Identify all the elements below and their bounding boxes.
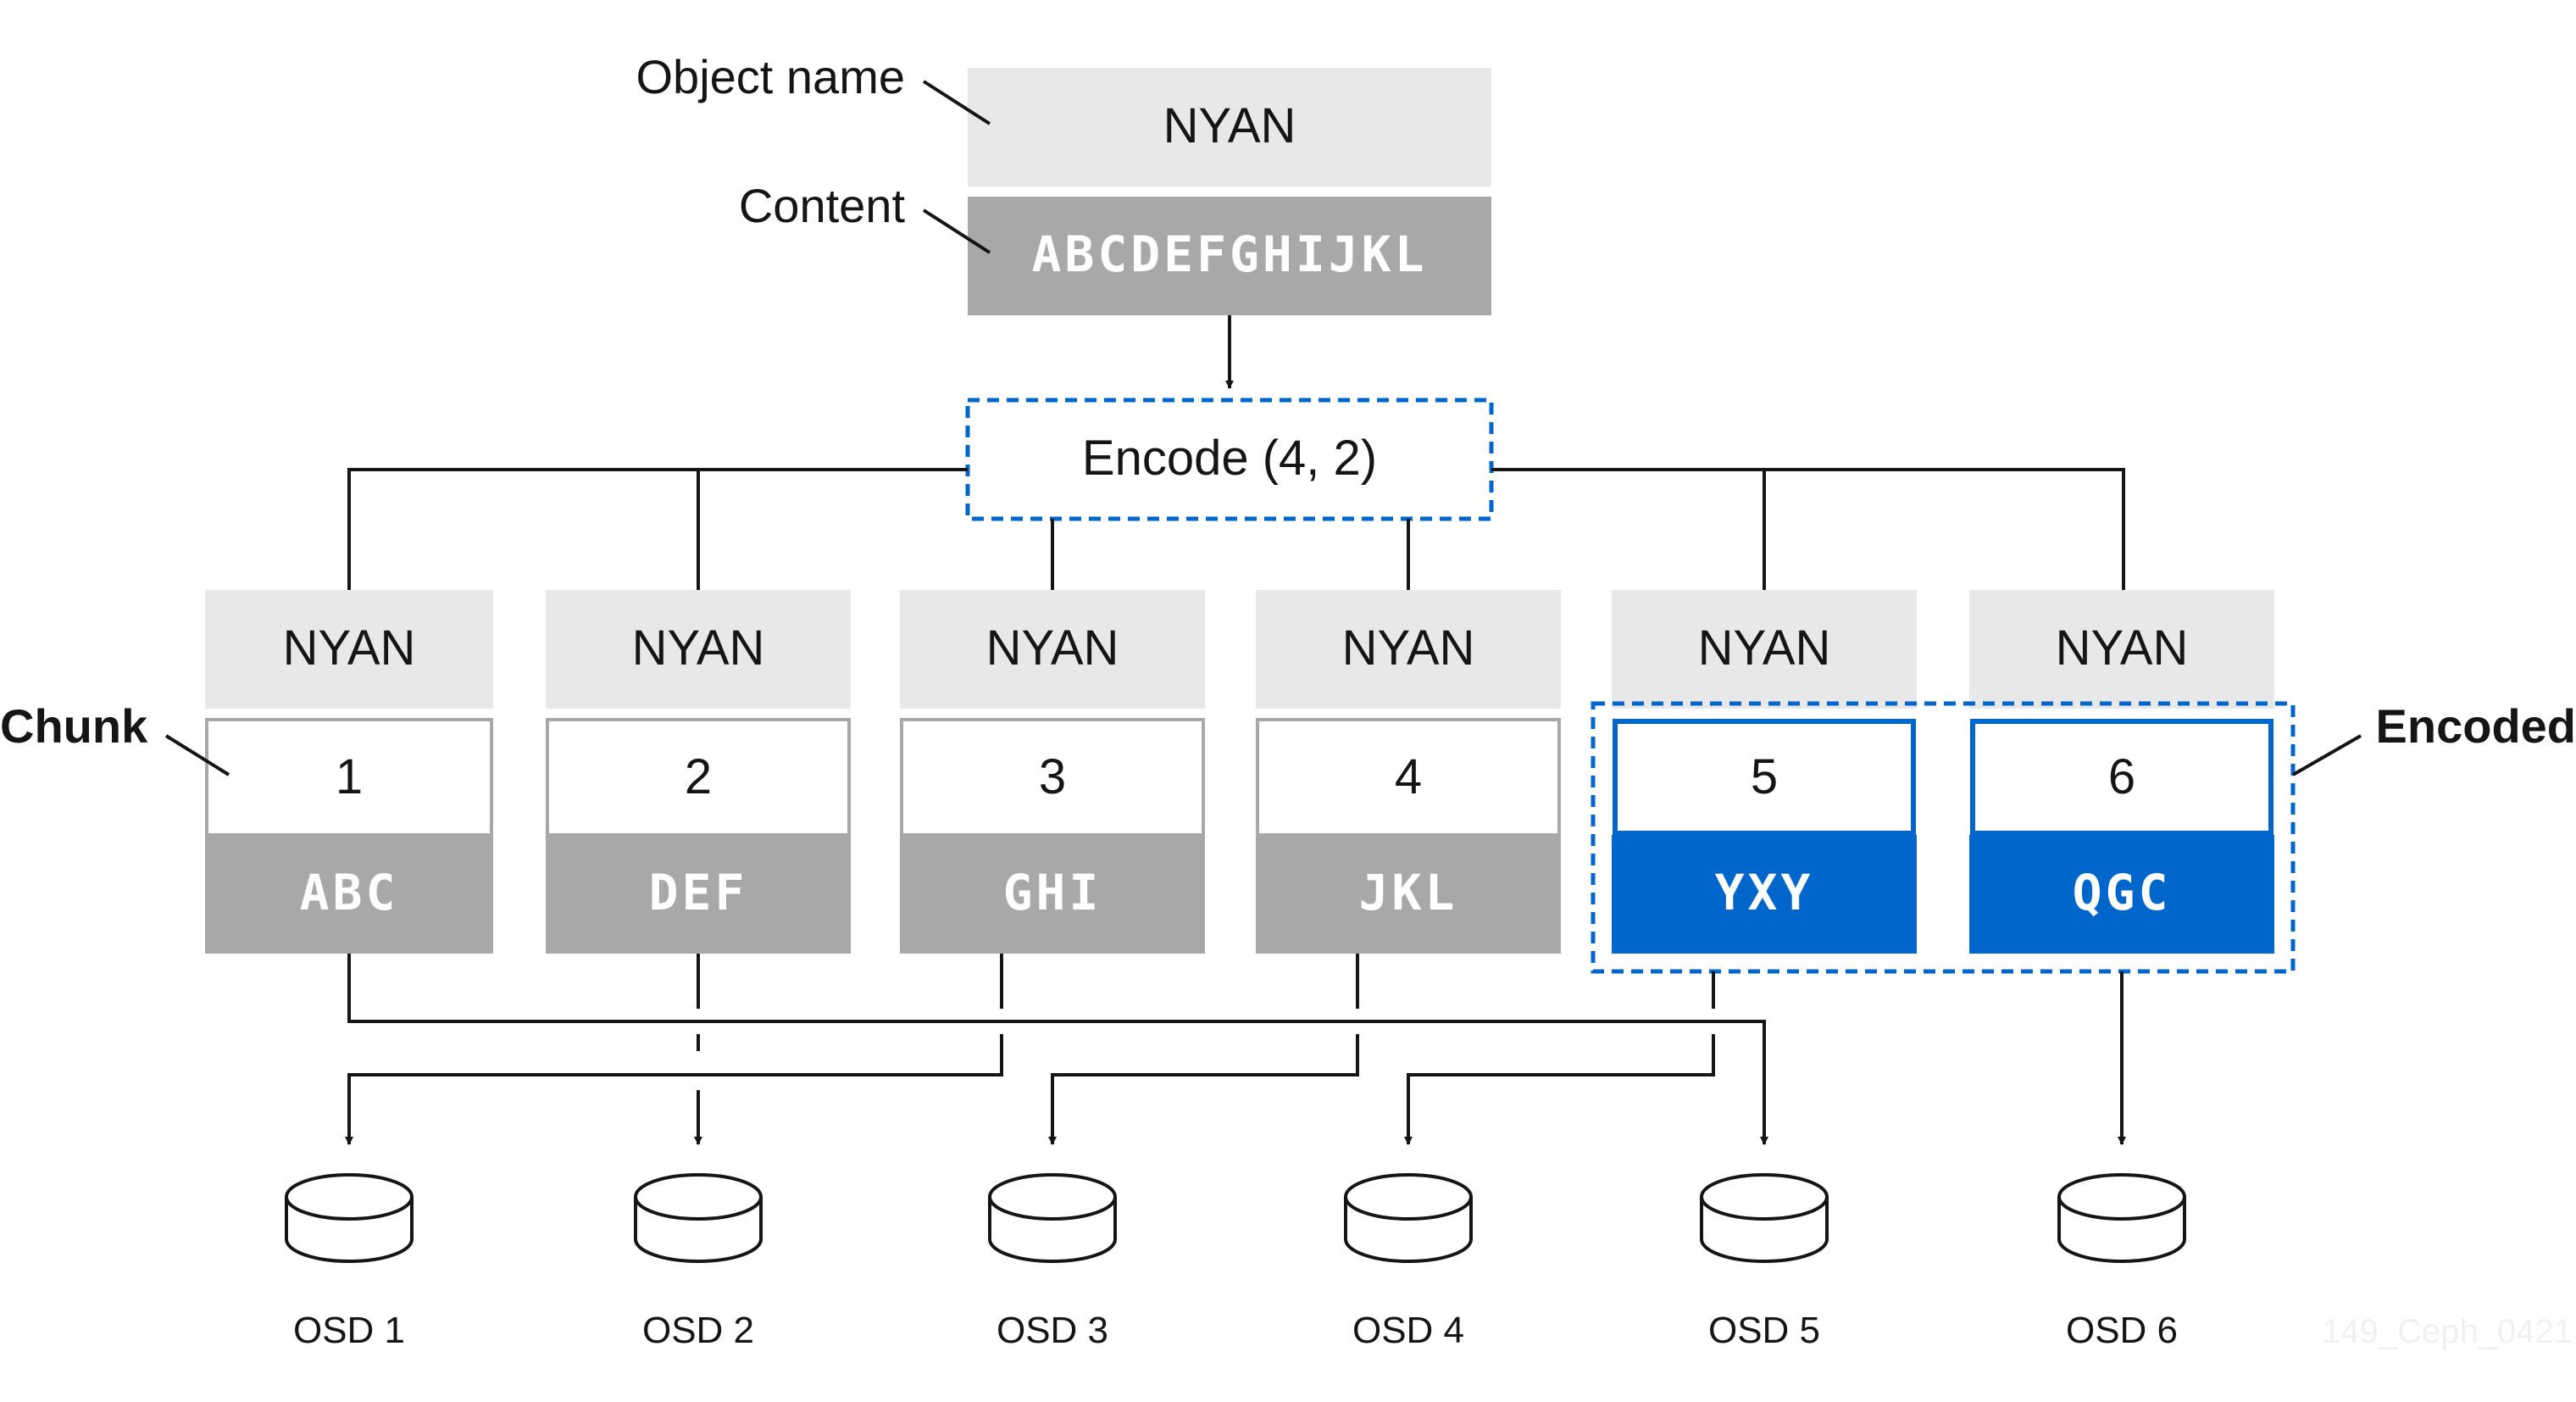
chunk-number-box [1970,719,2273,836]
chunk-name-box [1612,590,1917,709]
chunk-number-text: 6 [2108,749,2135,804]
chunk-number-box [1256,718,1561,837]
osd-1: OSD 1 [285,1173,414,1351]
disk-icon [634,1173,763,1263]
route-chunk1-osd5 [347,954,1768,1145]
disk-icon [2057,1173,2186,1263]
encode-connectors [347,468,2125,590]
chunk-data-box [1612,835,1917,954]
chunk-name-text: NYAN [632,620,765,676]
chunk-label: Chunk [0,699,148,753]
osd-4: OSD 4 [1344,1173,1473,1351]
object-name-label: Object name [636,50,906,103]
osd-5: OSD 5 [1700,1173,1829,1351]
chunk-2: NYAN 2 DEF [546,590,851,954]
disk-icon [988,1173,1117,1263]
chunk-data-box [900,835,1205,954]
chunk-number-box [900,718,1205,837]
chunk-data-box [546,835,851,954]
chunk-name-text: NYAN [2056,620,2189,676]
chunk-data-box [1256,835,1561,954]
content-leader [922,209,991,254]
osd-label: OSD 1 [293,1310,405,1351]
chunk-name-text: NYAN [283,620,416,676]
chunk-data-box [1969,835,2274,954]
encoded-leader [2292,734,2362,776]
osd-3: OSD 3 [988,1173,1117,1351]
osd-label: OSD 4 [1352,1310,1464,1351]
object-name-box [968,68,1491,186]
route-chunk5-osd4-lower [1404,1034,1715,1145]
chunk-1: NYAN 1 ABC [205,590,493,954]
chunk-name-text: NYAN [1698,620,1831,676]
chunk-data-text: GHI [1003,864,1102,921]
route-chunk4-osd3-lower [1048,1034,1359,1145]
connector-right [1491,468,2125,590]
object-name-text: NYAN [1163,98,1296,153]
chunk-number-box [205,718,493,837]
chunk-4: NYAN 4 JKL [1256,590,1561,954]
chunk-6: NYAN 6 QGC [1969,590,2274,954]
encode-box [965,398,1494,521]
chunk-name-box [900,590,1205,709]
object-name-leader [922,80,991,125]
osd-label: OSD 6 [2066,1310,2178,1351]
chunk-number-text: 4 [1395,749,1422,804]
osd-label: OSD 5 [1708,1310,1820,1351]
osd-6: OSD 6 [2057,1173,2186,1351]
chunk-3: NYAN 3 GHI [900,590,1205,954]
chunk-number-box [1613,719,1916,836]
chunk-routing [345,954,2126,1145]
osd-label: OSD 3 [997,1310,1108,1351]
osd-label: OSD 2 [642,1310,754,1351]
chunk-number-text: 1 [336,749,363,804]
chunk-number-text: 3 [1039,749,1066,804]
disk-icon [285,1173,414,1263]
chunk-name-box [546,590,851,709]
chunk-name-box [205,590,493,709]
chunk-number-box [546,718,851,837]
chunk-data-text: QGC [2073,864,2172,921]
chunk-data-text: YXY [1715,864,1814,921]
route-chunk3-osd1-lower [345,1034,1003,1145]
chunk-name-box [1969,590,2274,709]
chunk-name-box [1256,590,1561,709]
chunk-leader [164,734,230,776]
chunk-number-text: 2 [685,749,712,804]
object-block: NYAN ABCDEFGHIJKL [968,68,1491,315]
osd-2: OSD 2 [634,1173,763,1351]
content-label: Content [739,179,906,232]
chunk-data-text: ABC [300,864,399,921]
chunk-name-text: NYAN [986,620,1119,676]
object-content-box [968,197,1491,315]
chunk-5: NYAN 5 YXY [1612,590,1917,954]
chunk-data-text: DEF [649,864,748,921]
encoded-group-outline [1591,701,2296,974]
chunk-name-text: NYAN [1342,620,1475,676]
disk-icon [1344,1173,1473,1263]
chunk-data-box [205,835,493,954]
watermark: 149_Ceph_0421 [2322,1313,2573,1350]
encode-label: Encode (4, 2) [1082,431,1377,486]
encoded-label: Encoded [2376,699,2576,753]
connector-left [347,468,968,590]
chunk-number-text: 5 [1751,749,1778,804]
chunk-data-text: JKL [1359,864,1458,921]
object-content-text: ABCDEFGHIJKL [1031,225,1427,283]
disk-icon [1700,1173,1829,1263]
